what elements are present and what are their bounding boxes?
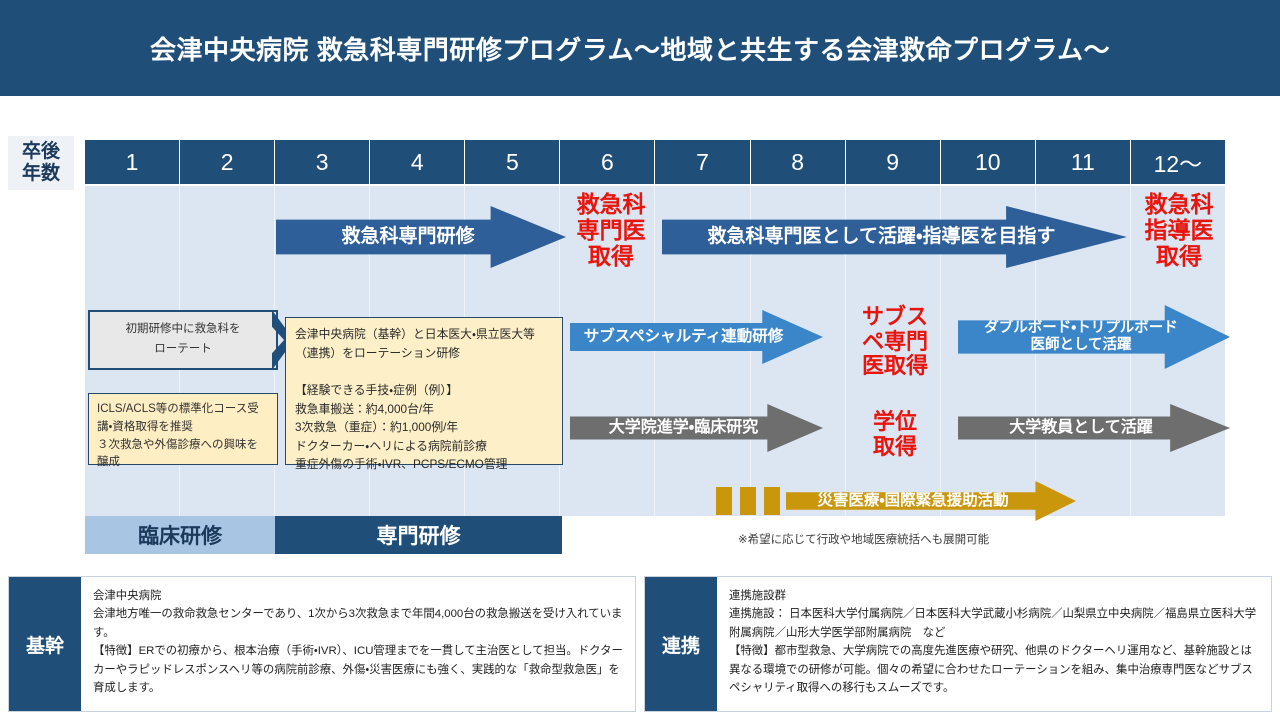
- degree-acquisition-text: 学位 取得: [845, 409, 945, 459]
- initial-rotation-callout-text: 初期研修中に救急科を ローテート: [125, 323, 241, 355]
- disaster-medicine-note: ※希望に応じて行政や地域医療統括へも展開可能: [738, 534, 990, 546]
- title-banner: 会津中央病院 救急科専門研修プログラム～地域と共生する会津救命プログラム～: [0, 0, 1280, 96]
- degree-acquisition-label: 学位 取得: [872, 409, 917, 459]
- university-faculty-arrow-label: 大学教員として活躍: [1009, 418, 1153, 436]
- subspecialty-certification-label: サブス ペ専門 医取得: [861, 304, 928, 379]
- year-cell: 1: [85, 140, 181, 184]
- page-title: 会津中央病院 救急科専門研修プログラム～地域と共生する会津救命プログラム～: [150, 34, 1111, 65]
- initial-rotation-callout: 初期研修中に救急科を ローテート: [88, 310, 278, 370]
- year-cell: 2: [180, 140, 276, 184]
- years-axis-label-line1: 卒後: [21, 141, 60, 163]
- core-training-arrow-label: 救急科専門研修: [341, 225, 475, 247]
- partner-hospital-text: 連携施設群 連携施設： 日本医科大学付属病院／日本医科大学武蔵小杉病院／山梨県立…: [729, 590, 1257, 695]
- year-cell: 5: [465, 140, 561, 184]
- standard-course-callout: ICLS/ACLS等の標準化コース受講・資格取得を推奨 ３次救急や外傷診療への興…: [88, 393, 278, 469]
- phase-bar-clinical: 臨床研修: [85, 516, 275, 554]
- disaster-dash-segment: [716, 487, 732, 515]
- year-cell: 6: [560, 140, 656, 184]
- subspecialty-arrow-label: サブスペシャルティ連動研修: [583, 327, 784, 345]
- core-instructor-label: 救急科 指導医 取得: [1144, 191, 1214, 269]
- standard-course-callout-text: ICLS/ACLS等の標準化コース受講・資格取得を推奨 ３次救急や外傷診療への興…: [97, 403, 259, 469]
- grid-column: [846, 186, 941, 516]
- core-certification-text: 救急科 専門医 取得: [563, 191, 659, 269]
- base-hospital-panel: 基幹 会津中央病院 会津地方唯一の救命救急センターであり、1次から3次救急まで年…: [8, 576, 636, 712]
- core-specialist-arrow-label: 救急科専門医として活躍・指導医を目指す: [707, 225, 1056, 247]
- double-board-arrow-label: ダブルボード・トリプルボード 医師として活躍: [984, 319, 1178, 353]
- year-cell: 4: [370, 140, 466, 184]
- year-cell: 11: [1035, 140, 1131, 184]
- year-cell: 10: [940, 140, 1036, 184]
- year-cell: 7: [655, 140, 751, 184]
- year-header-row: 1 2 3 4 5 6 7 8 9 10 11 12～: [85, 140, 1225, 184]
- core-instructor-text: 救急科 指導医 取得: [1131, 191, 1227, 269]
- disaster-dash-segment: [740, 487, 756, 515]
- disaster-medicine-arrow-label: 災害医療・国際緊急援助活動: [817, 491, 1009, 509]
- year-cell: 12～: [1130, 140, 1225, 184]
- core-certification-label: 救急科 専門医 取得: [576, 191, 646, 269]
- graduate-school-arrow-label: 大学院進学・臨床研究: [608, 418, 759, 436]
- years-axis-label: 卒後 年数: [8, 136, 74, 190]
- partner-hospital-tag: 連携: [645, 577, 717, 711]
- footer-panels: 基幹 会津中央病院 会津地方唯一の救命救急センターであり、1次から3次救急まで年…: [8, 576, 1272, 712]
- year-cell: 8: [750, 140, 846, 184]
- base-hospital-tag: 基幹: [9, 577, 81, 711]
- main-training-callout: 会津中央病院（基幹）と日本医大・県立医大等（連携）をローテーション研修 【経験で…: [285, 317, 563, 471]
- disaster-dash-segment: [764, 487, 780, 515]
- partner-hospital-panel: 連携 連携施設群 連携施設： 日本医科大学付属病院／日本医科大学武蔵小杉病院／山…: [644, 576, 1272, 712]
- year-cell: 3: [275, 140, 371, 184]
- years-axis-label-line2: 年数: [21, 163, 60, 184]
- year-cell: 9: [845, 140, 941, 184]
- base-hospital-text: 会津中央病院 会津地方唯一の救命救急センターであり、1次から3次救急まで年間4,…: [93, 590, 623, 695]
- grid-column: [751, 186, 846, 516]
- phase-bar-specialty: 専門研修: [275, 516, 562, 554]
- subspecialty-certification-text: サブス ペ専門 医取得: [845, 304, 945, 379]
